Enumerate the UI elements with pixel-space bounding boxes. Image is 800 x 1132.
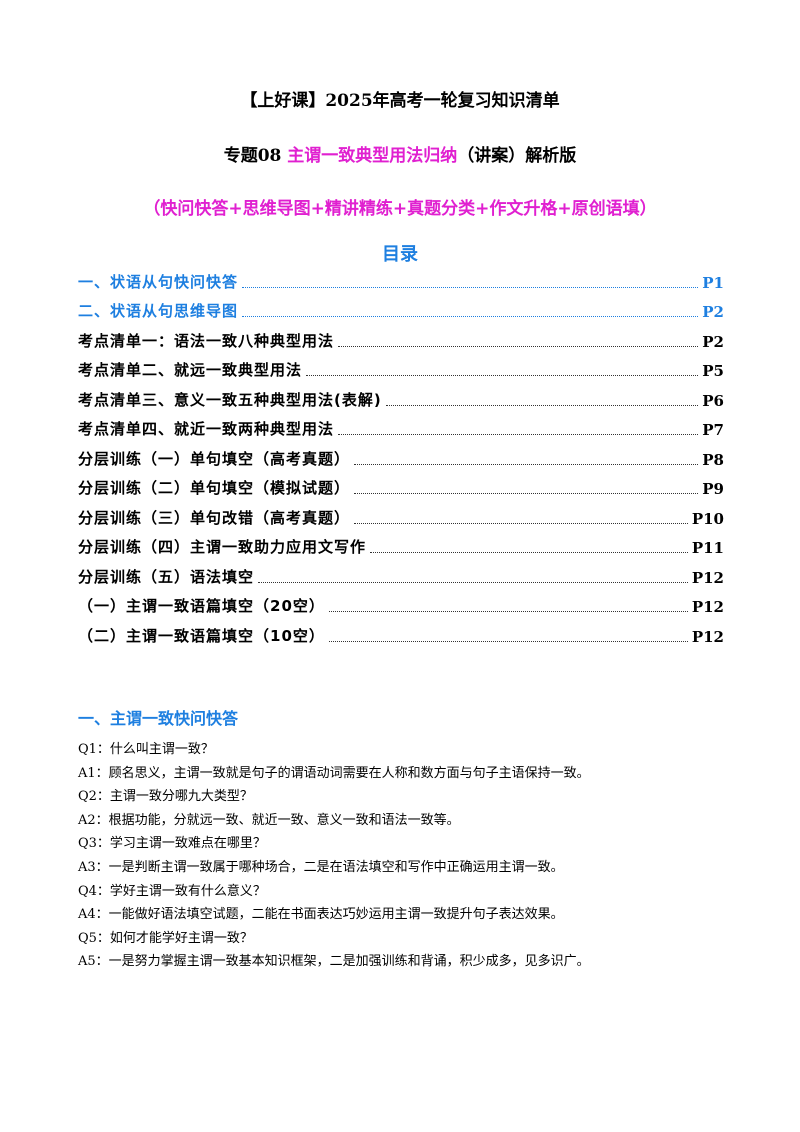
toc-entry-label: 分层训练（五）语法填空 [78, 567, 255, 586]
toc-entry-page: P5 [702, 362, 724, 380]
toc-leader-dots [306, 374, 699, 376]
toc-entry-page: P2 [702, 303, 724, 321]
toc-entry-label: （二）主谓一致语篇填空（10空） [78, 626, 325, 645]
toc-leader-dots [338, 433, 699, 435]
toc-title: 目录 [382, 244, 418, 265]
toc-entry[interactable]: 考点清单二、就远一致典型用法 P5 [78, 351, 724, 380]
toc-entry-page: P9 [702, 480, 724, 498]
toc-entry-label: 二、状语从句思维导图 [78, 302, 239, 320]
toc-entry-label: 考点清单四、就近一致两种典型用法 [78, 420, 335, 438]
qa-list: Q1：什么叫主谓一致？ A1：顾名思义，主谓一致就是句子的谓语动词需要在人称和数方… [78, 738, 738, 974]
toc-entry-label: 分层训练（三）单句改错（高考真题） [78, 508, 351, 527]
toc-entry-label: 考点清单二、就远一致典型用法 [78, 361, 303, 379]
toc-leader-dots [370, 551, 688, 553]
toc-entry-label: 考点清单三、意义一致五种典型用法(表解) [78, 390, 382, 409]
toc-entry-page: P1 [702, 273, 724, 292]
question-line: Q3：学习主谓一致难点在哪里？ [78, 836, 266, 852]
toc-entry[interactable]: 分层训练（三）单句改错（高考真题） P10 [78, 498, 724, 528]
toc-entry-label: 分层训练（二）单句填空（模拟试题） [78, 479, 351, 497]
toc-entry[interactable]: 考点清单三、意义一致五种典型用法(表解) P6 [78, 380, 724, 410]
toc-entry[interactable]: 一、状语从句快问快答 P1 [78, 262, 724, 292]
toc-entry[interactable]: 分层训练（五）语法填空 P12 [78, 557, 724, 587]
toc-entry-page: P12 [691, 568, 724, 587]
toc-entry-page: P2 [702, 332, 724, 351]
toc-entry[interactable]: 考点清单一：语法一致八种典型用法 P2 [78, 321, 724, 351]
toc-leader-dots [385, 404, 699, 406]
document-title: 【上好课】2025年高考一轮复习知识清单 [240, 91, 560, 111]
toc-entry-page: P12 [691, 598, 724, 616]
answer-line: A5：一是努力掌握主谓一致基本知识框架，二是加强训练和背诵，积少成多，见多识广。 [78, 954, 590, 970]
topic-number: 专题08 [223, 146, 288, 166]
question-line: Q2：主谓一致分哪九大类型？ [78, 789, 253, 805]
toc-entry-label: 分层训练（一）单句填空（高考真题） [78, 449, 351, 468]
topic-suffix: （讲案）解析版 [457, 146, 577, 166]
question-line: Q4：学好主谓一致有什么意义？ [78, 883, 266, 899]
toc-entry[interactable]: （一）主谓一致语篇填空（20空） P12 [78, 587, 724, 616]
toc-entry-page: P6 [702, 391, 724, 410]
toc-entry-label: 考点清单一：语法一致八种典型用法 [78, 331, 335, 350]
toc-leader-dots [338, 345, 699, 347]
answer-line: A2：根据功能，分就远一致、就近一致、意义一致和语法一致等。 [78, 812, 460, 828]
toc-leader-dots [328, 640, 688, 642]
toc-leader-dots [354, 522, 688, 524]
toc-leader-dots [354, 463, 699, 465]
toc-leader-dots [354, 492, 699, 494]
toc-entry-label: 一、状语从句快问快答 [78, 272, 239, 291]
toc-leader-dots [328, 610, 688, 612]
features-subtitle: （快问快答+思维导图+精讲精练+真题分类+作文升格+原创语填） [143, 199, 657, 219]
toc-entry-label: 分层训练（四）主谓一致助力应用文写作 [78, 538, 367, 556]
toc-entry-label: （一）主谓一致语篇填空（20空） [78, 597, 325, 615]
answer-line: A1：顾名思义，主谓一致就是句子的谓语动词需要在人称和数方面与句子主语保持一致。 [78, 765, 590, 781]
topic-name: 主谓一致典型用法归纳 [287, 146, 458, 166]
question-line: Q5：如何才能学好主谓一致？ [78, 930, 253, 946]
toc-entry[interactable]: 考点清单四、就近一致两种典型用法 P7 [78, 410, 724, 439]
topic-title: 专题08 主谓一致典型用法归纳（讲案）解析版 [0, 141, 800, 166]
toc-entry-page: P7 [702, 421, 724, 439]
section-heading: 一、主谓一致快问快答 [78, 709, 239, 728]
toc-entry-page: P12 [691, 627, 724, 646]
answer-line: A3：一是判断主谓一致属于哪种场合，二是在语法填空和写作中正确运用主谓一致。 [78, 859, 564, 875]
toc-entry-page: P11 [691, 539, 724, 557]
toc-entry[interactable]: （二）主谓一致语篇填空（10空） P12 [78, 616, 724, 646]
answer-line: A4：一能做好语法填空试题，二能在书面表达巧妙运用主谓一致提升句子表达效果。 [78, 907, 564, 923]
toc-leader-dots [242, 286, 699, 288]
toc-entry-page: P8 [702, 450, 724, 469]
toc-entry[interactable]: 分层训练（四）主谓一致助力应用文写作 P11 [78, 528, 724, 557]
toc-entry[interactable]: 二、状语从句思维导图 P2 [78, 292, 724, 321]
toc-entry-page: P10 [691, 509, 724, 528]
toc-entry[interactable]: 分层训练（二）单句填空（模拟试题） P9 [78, 469, 724, 498]
toc-entry[interactable]: 分层训练（一）单句填空（高考真题） P8 [78, 439, 724, 469]
toc-leader-dots [258, 581, 688, 583]
toc-leader-dots [242, 315, 699, 317]
question-line: Q1：什么叫主谓一致？ [78, 742, 214, 757]
